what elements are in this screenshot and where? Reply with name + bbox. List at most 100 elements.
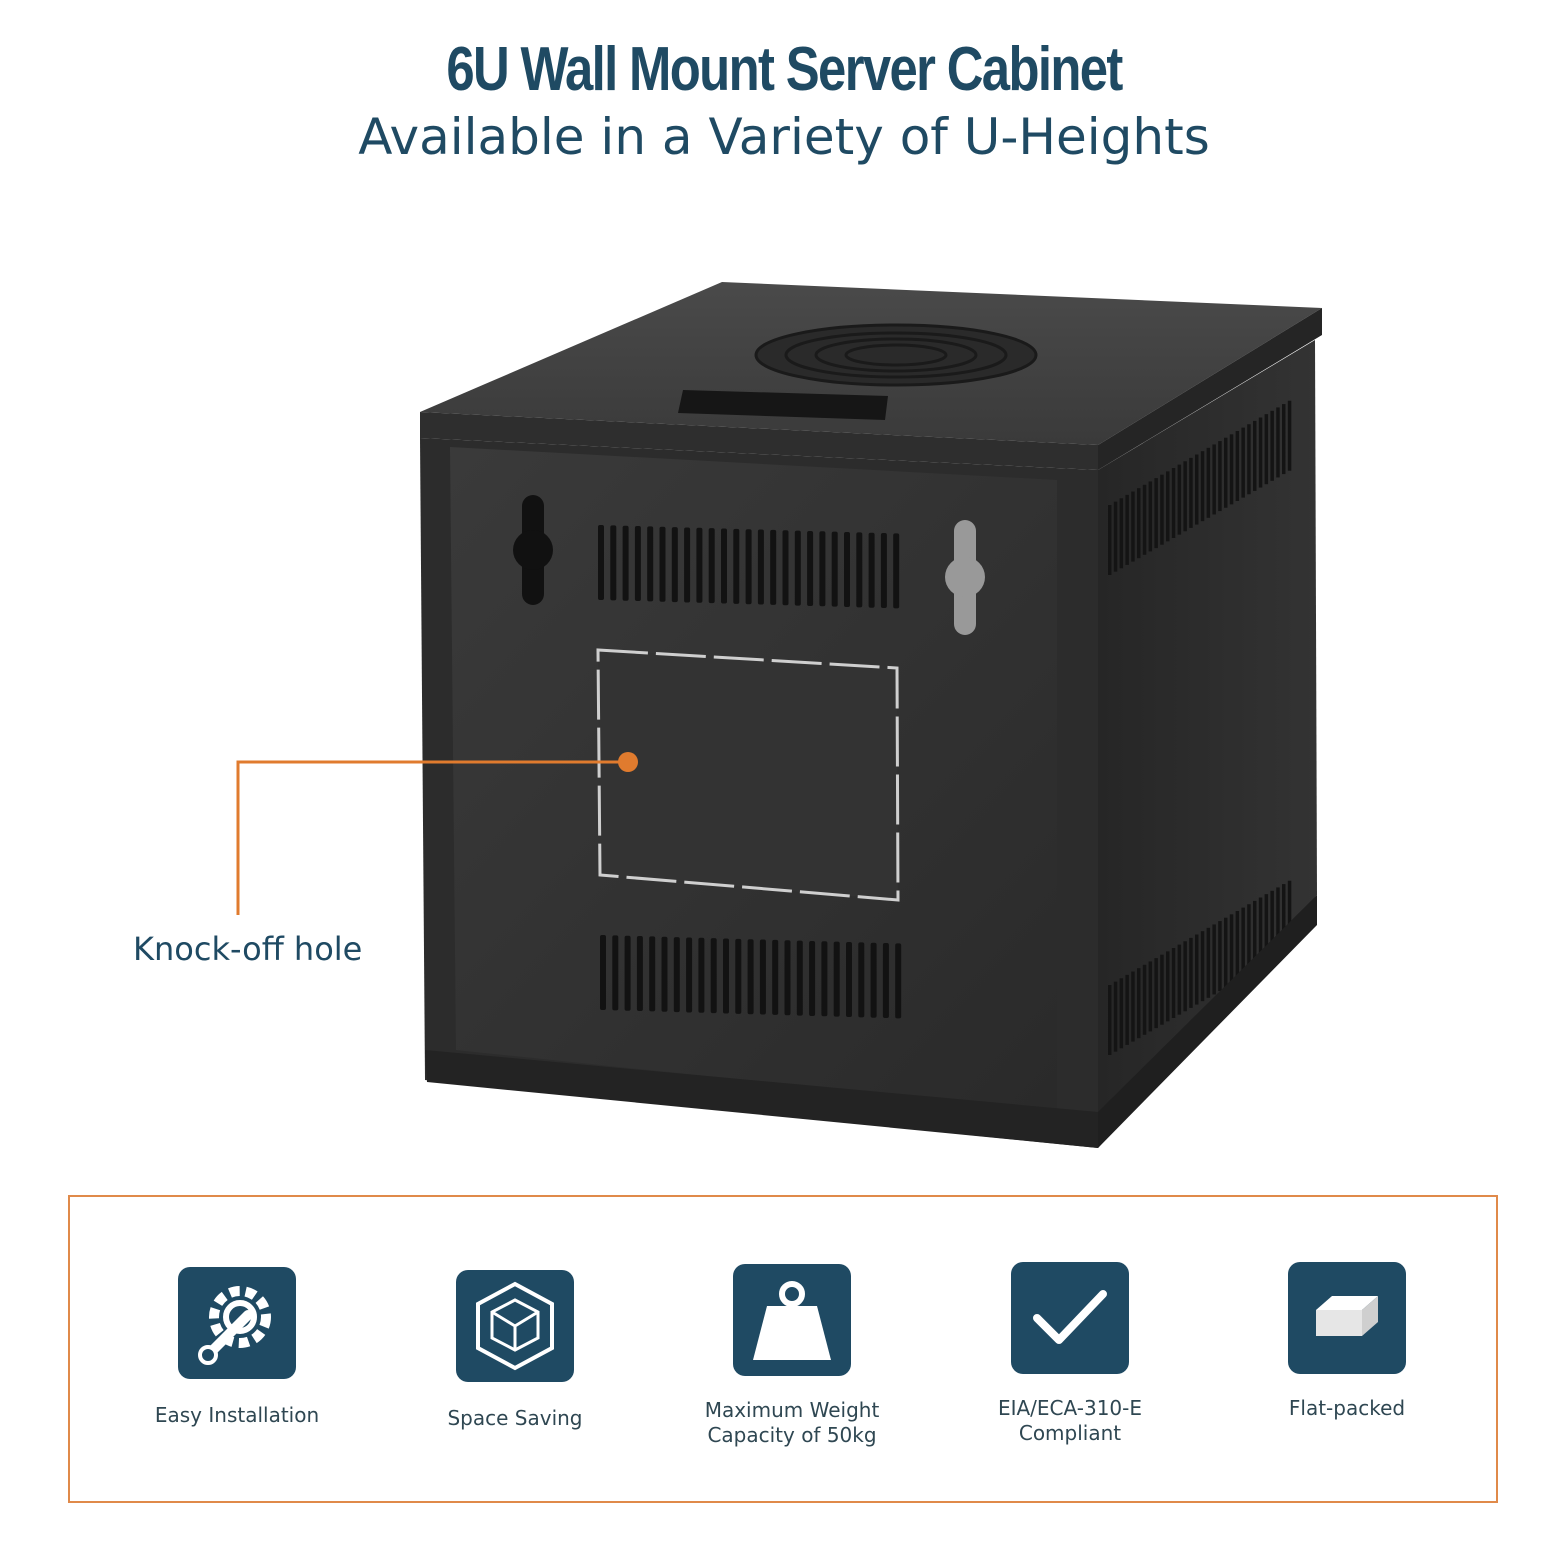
side-vent-slot: [1148, 961, 1153, 1032]
side-vent-slot: [1113, 981, 1118, 1052]
cube-icon: [456, 1270, 574, 1382]
side-vent-slot: [1131, 971, 1135, 1042]
vent-slot: [610, 525, 617, 601]
side-vent-slot: [1264, 894, 1269, 965]
vent-slot: [598, 525, 604, 600]
vent-slot: [733, 528, 740, 604]
side-vent-slot: [1154, 478, 1158, 549]
vent-slot: [696, 527, 703, 603]
feature-easy-installation: Easy Installation: [107, 1267, 367, 1428]
side-vent-slot: [1218, 441, 1222, 512]
vent-slot: [745, 529, 752, 605]
features-box: [68, 1195, 1498, 1503]
callout-line: [236, 760, 628, 915]
weight-icon: [733, 1264, 851, 1376]
side-vent-slot: [1224, 917, 1228, 988]
vent-slot: [846, 942, 852, 1017]
flat-box-icon: [1288, 1262, 1406, 1374]
vent-slot: [723, 938, 729, 1014]
vent-slot: [833, 941, 840, 1017]
vent-slot: [782, 530, 789, 606]
side-vent-slot: [1206, 927, 1211, 998]
vent-slot: [856, 532, 863, 608]
side-vent-slot: [1189, 937, 1193, 1008]
side-vent-slot: [1125, 974, 1129, 1045]
side-vent-slot: [1154, 958, 1158, 1029]
side-vent-slot: [1253, 420, 1257, 491]
vent-slot: [698, 937, 705, 1013]
side-vent-slot: [1195, 454, 1199, 525]
vent-slot: [882, 943, 889, 1019]
side-vent-slot: [1253, 900, 1257, 971]
side-vent-slot: [1282, 404, 1286, 475]
side-vent-slot: [1258, 417, 1263, 488]
feature-label: Maximum Weight Capacity of 50kg: [704, 1398, 880, 1447]
knock-off-plate: [596, 648, 900, 902]
vent-slot: [747, 939, 754, 1015]
vent-slot: [612, 935, 619, 1011]
vent-slot: [671, 527, 678, 603]
side-vent-slot: [1224, 437, 1228, 508]
side-vent-slot: [1218, 921, 1222, 992]
vent-slot: [819, 531, 826, 607]
side-vent-slot: [1160, 954, 1164, 1025]
side-vent-slot: [1270, 410, 1274, 481]
feature-flat-packed: Flat-packed: [1217, 1262, 1477, 1421]
side-vent-slot: [1131, 491, 1135, 562]
feature-max-weight: Maximum Weight Capacity of 50kg: [662, 1264, 922, 1448]
side-vent-slot: [1125, 494, 1129, 565]
side-vent-slot: [1183, 461, 1187, 532]
side-vent-slot: [1212, 924, 1216, 995]
vent-slot: [684, 527, 691, 603]
vent-slot: [868, 532, 875, 608]
vent-slot: [784, 940, 791, 1016]
top-fan: [754, 323, 1038, 387]
vent-slot: [770, 529, 777, 605]
side-vent-slot: [1287, 880, 1292, 951]
side-vent-slot: [1235, 910, 1240, 981]
vent-slot: [893, 533, 900, 609]
side-vent-slot: [1183, 941, 1187, 1012]
side-vent-slot: [1108, 505, 1112, 575]
side-vent-slot: [1229, 914, 1234, 985]
side-vent-slot: [1142, 964, 1147, 1035]
side-vent-slot: [1166, 471, 1170, 542]
front-vents-bottom: [600, 935, 902, 1019]
vent-slot: [735, 938, 742, 1014]
vent-slot: [659, 526, 666, 602]
side-vent-slot: [1276, 887, 1280, 958]
vent-slot: [807, 530, 814, 606]
side-vent-slot: [1200, 451, 1205, 522]
keyhole-slot-left: [513, 495, 553, 605]
feature-compliant: EIA/ECA-310-E Compliant: [940, 1262, 1200, 1446]
side-vent-slot: [1119, 978, 1124, 1049]
vent-slot: [636, 936, 643, 1012]
feature-label: Space Saving: [447, 1406, 583, 1430]
vent-slot: [661, 936, 668, 1012]
side-vent-slot: [1166, 951, 1170, 1022]
vent-slot: [858, 942, 865, 1018]
side-vent-slot: [1264, 414, 1269, 485]
vent-slot: [895, 943, 902, 1019]
vent-slot: [673, 937, 680, 1013]
vent-slot: [710, 938, 717, 1014]
vent-slot: [796, 940, 803, 1016]
side-vent-slot: [1270, 890, 1274, 961]
side-vent-slot: [1177, 944, 1182, 1015]
side-vent-slot: [1137, 488, 1141, 559]
side-vent-slot: [1241, 427, 1245, 498]
side-vent-slot: [1235, 430, 1240, 501]
side-vent-slot: [1229, 434, 1234, 505]
vent-slot: [600, 935, 606, 1010]
side-vent-slot: [1113, 501, 1118, 572]
callout-dot: [618, 752, 638, 772]
vent-slot: [624, 935, 631, 1011]
side-vent-slot: [1148, 481, 1153, 552]
feature-label: Easy Installation: [154, 1403, 320, 1427]
wrench-gear-icon: [178, 1267, 296, 1379]
side-vent-slot: [1200, 931, 1205, 1002]
side-vent-slot: [1189, 457, 1193, 528]
vent-slot: [880, 533, 887, 609]
vent-slot: [844, 532, 850, 607]
feature-label: Flat-packed: [1288, 1396, 1406, 1420]
